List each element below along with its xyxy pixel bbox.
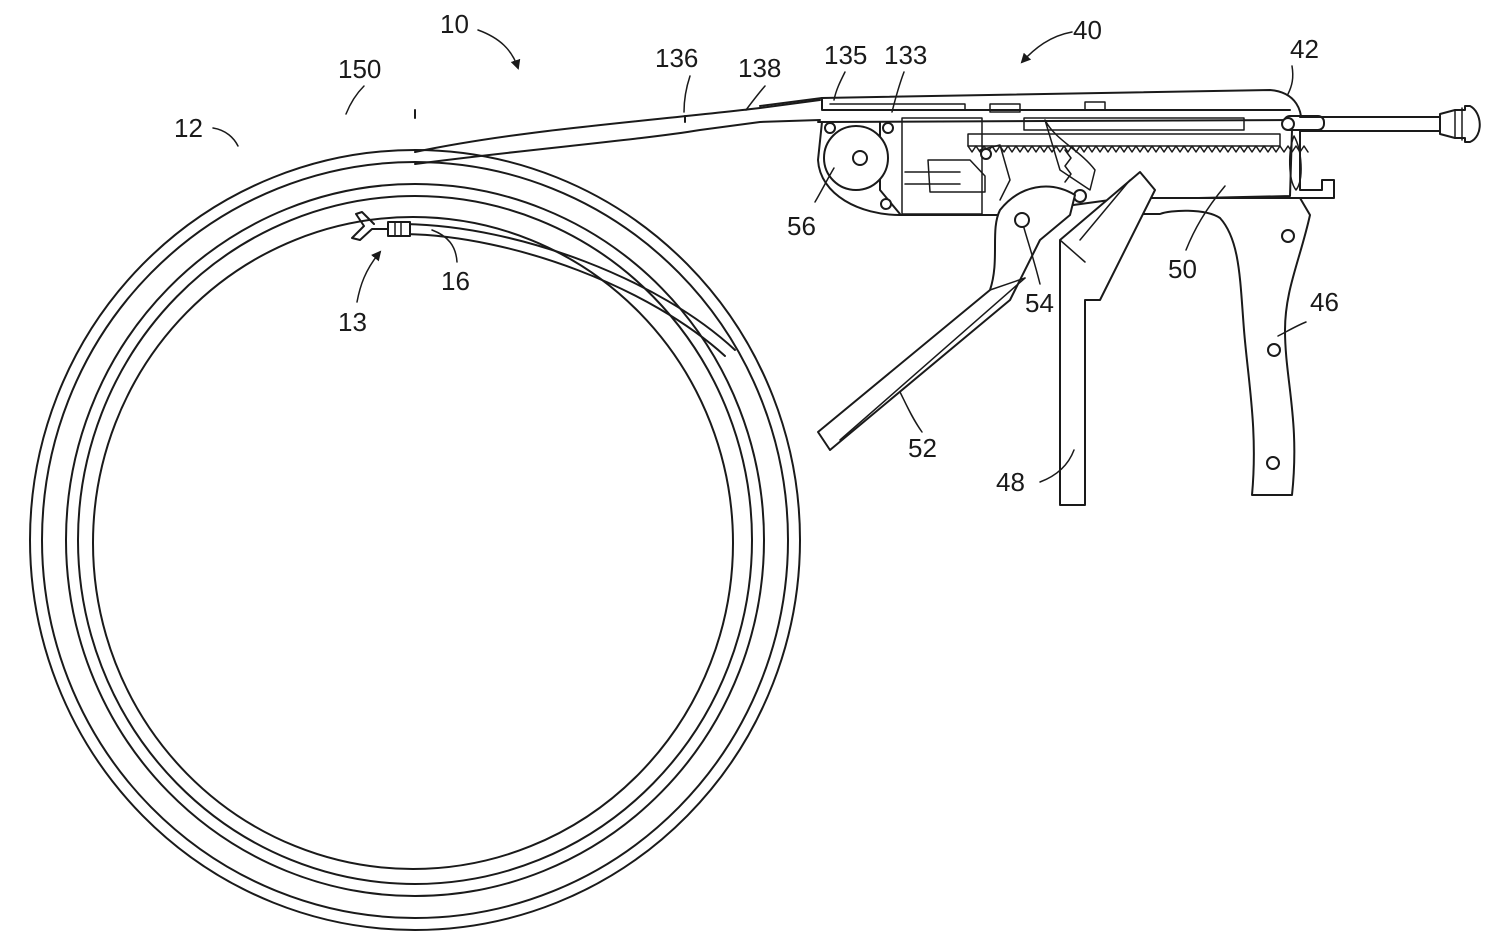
label-12: 12	[174, 113, 203, 143]
fixed-grip	[1140, 198, 1310, 495]
label-50: 50	[1168, 254, 1197, 284]
label-13: 13	[338, 307, 367, 337]
label-133: 133	[884, 40, 927, 70]
label-135: 135	[824, 40, 867, 70]
label-42: 42	[1290, 34, 1319, 64]
label-46: 46	[1310, 287, 1339, 317]
label-52: 52	[908, 433, 937, 463]
jaw-collar	[388, 222, 410, 236]
drive-wheel	[824, 123, 893, 209]
coiled-shaft	[30, 150, 800, 930]
label-56: 56	[787, 211, 816, 241]
reference-numerals: 10 40 42 150 136 138 135 133 12 56 50 54…	[174, 9, 1339, 497]
trigger-lever	[1060, 172, 1155, 505]
rear-plunger	[1282, 106, 1480, 190]
label-150: 150	[338, 54, 381, 84]
label-138: 138	[738, 53, 781, 83]
label-10: 10	[440, 9, 469, 39]
label-136: 136	[655, 43, 698, 73]
label-40: 40	[1073, 15, 1102, 45]
label-54: 54	[1025, 288, 1054, 318]
label-16: 16	[441, 266, 470, 296]
end-effector	[352, 212, 735, 356]
label-48: 48	[996, 467, 1025, 497]
